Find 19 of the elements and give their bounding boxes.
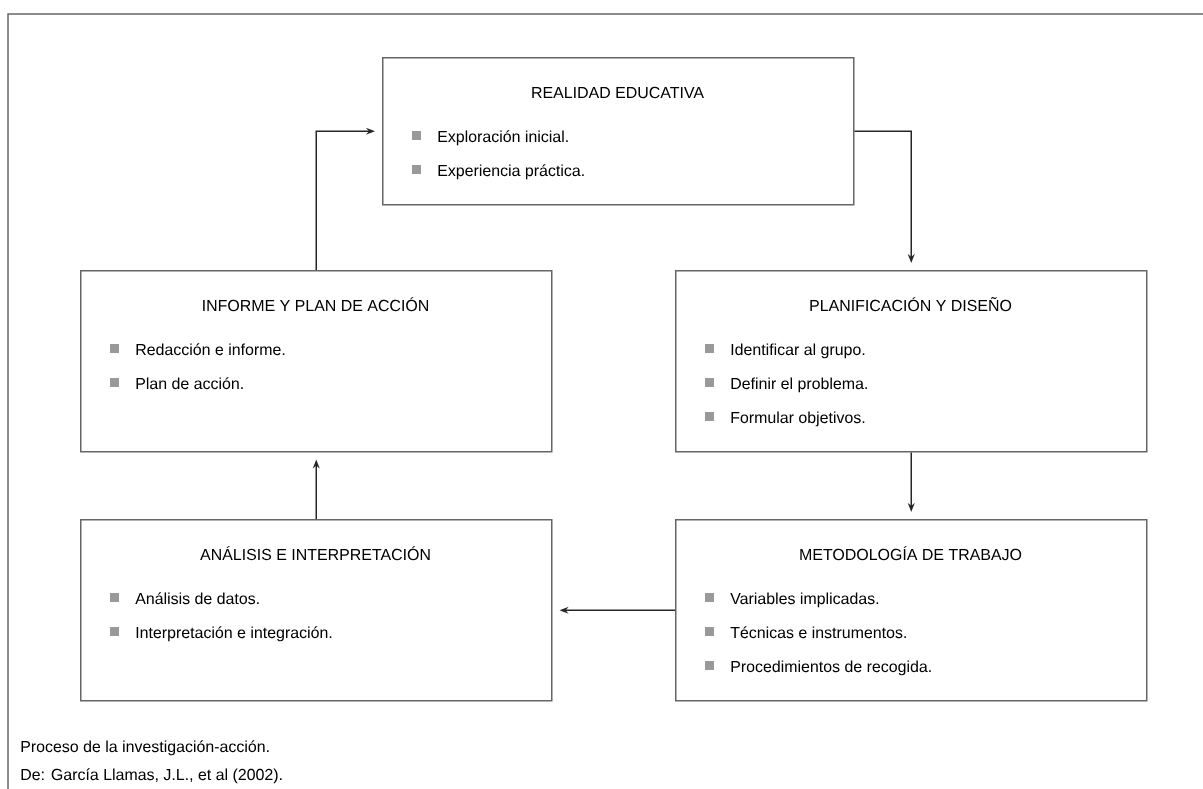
- bullet-item: Técnicas e instrumentos.: [705, 626, 906, 639]
- bullet-item: Procedimientos de recogida.: [705, 660, 931, 676]
- box-heading: PLANIFICACIÓN Y DISEÑO: [810, 297, 1012, 312]
- bullet-item: Definir el problema.: [705, 377, 867, 393]
- box-heading: ANÁLISIS E INTERPRETACIÓN: [200, 546, 430, 561]
- bullet-item: Variables implicadas.: [705, 592, 879, 608]
- bullet-item: Exploración inicial.: [412, 130, 568, 146]
- bullet-item: Formular objetivos.: [705, 411, 865, 427]
- source-note: De: García Llamas, J.L., et al (2002).: [21, 768, 282, 784]
- box-heading: REALIDAD EDUCATIVA: [532, 86, 704, 99]
- bullet-item: Identificar al grupo.: [705, 343, 865, 359]
- bullet-item: Redacción e informe.: [110, 343, 285, 356]
- bullet-item: Plan de acción.: [110, 377, 243, 390]
- bullet-item: Análisis de datos.: [110, 592, 259, 605]
- box-heading: INFORME Y PLAN DE ACCIÓN: [203, 297, 428, 312]
- caption: Proceso de la investigación-acción.: [21, 740, 269, 756]
- bullet-item: Interpretación e integración.: [110, 626, 332, 642]
- bullet-item: Experiencia práctica.: [412, 164, 584, 180]
- box-heading: METODOLOGÍA DE TRABAJO: [800, 546, 1022, 561]
